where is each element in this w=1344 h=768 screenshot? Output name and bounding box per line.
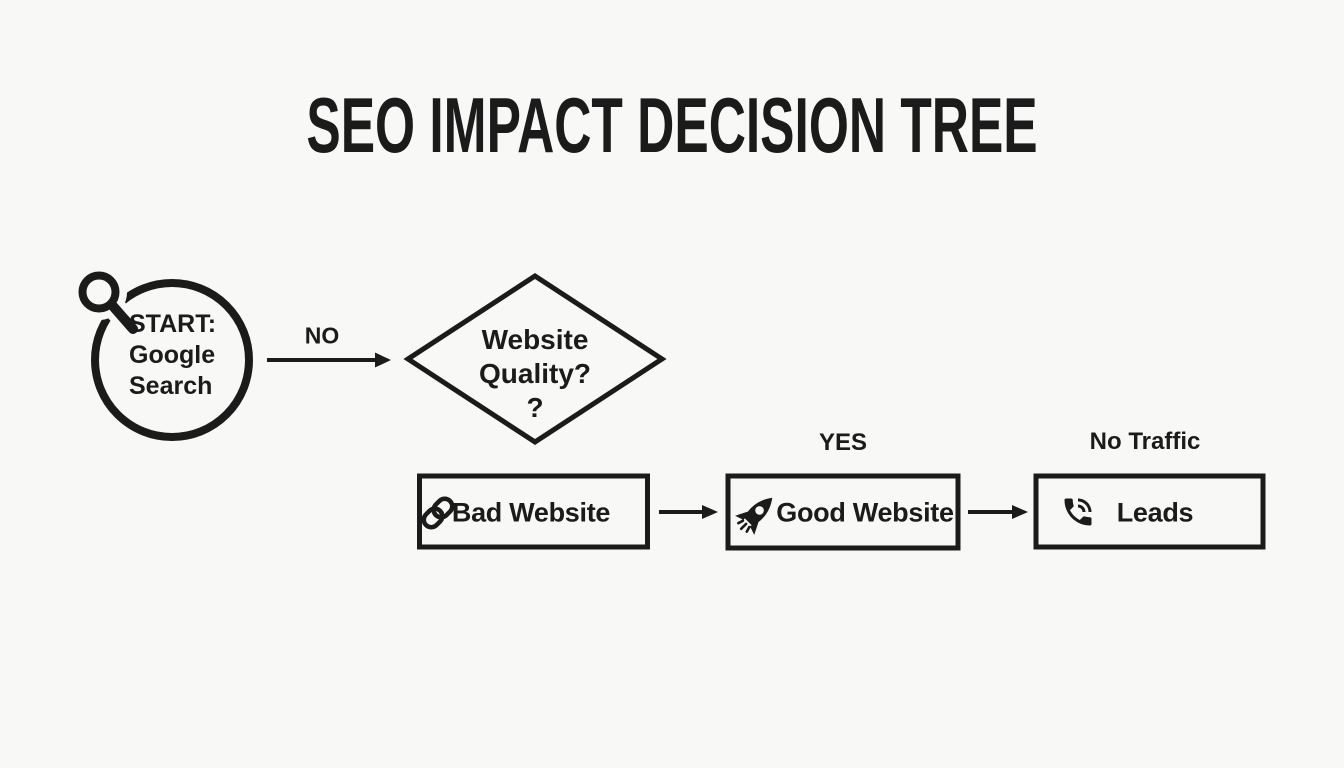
bad-website-label: Bad Website bbox=[451, 497, 611, 528]
rocket-icon bbox=[735, 497, 773, 535]
start-node-circle bbox=[91, 279, 253, 441]
phone-icon bbox=[1064, 498, 1092, 526]
arrow-good-to-leads bbox=[968, 505, 1028, 519]
link-icon bbox=[421, 496, 455, 530]
decision-line-1: Website bbox=[481, 324, 589, 355]
decision-line-2: Quality? bbox=[478, 358, 592, 389]
edge-label-no-traffic: No Traffic bbox=[1089, 428, 1201, 455]
page-title: SEO IMPACT DECISION TREE bbox=[306, 81, 1038, 169]
decision-diamond bbox=[403, 273, 667, 445]
bad-website-box bbox=[417, 473, 650, 550]
decision-node-label: Website Quality? ? bbox=[479, 323, 591, 425]
decision-line-3: ? bbox=[526, 392, 544, 423]
start-line-3: Search bbox=[129, 372, 213, 400]
good-website-label: Good Website bbox=[776, 497, 954, 528]
good-website-box bbox=[725, 473, 961, 551]
leads-box bbox=[1033, 473, 1266, 550]
arrow-no bbox=[267, 352, 391, 368]
start-line-1: START: bbox=[129, 310, 217, 338]
start-node-label: START: Google Search bbox=[129, 309, 216, 402]
leads-label: Leads bbox=[1116, 497, 1194, 528]
edge-label-yes: YES bbox=[818, 429, 868, 456]
magnifier-icon bbox=[78, 271, 138, 334]
edge-label-no: NO bbox=[304, 322, 340, 349]
arrow-bad-to-good bbox=[659, 505, 718, 519]
start-line-2: Google bbox=[129, 341, 216, 369]
